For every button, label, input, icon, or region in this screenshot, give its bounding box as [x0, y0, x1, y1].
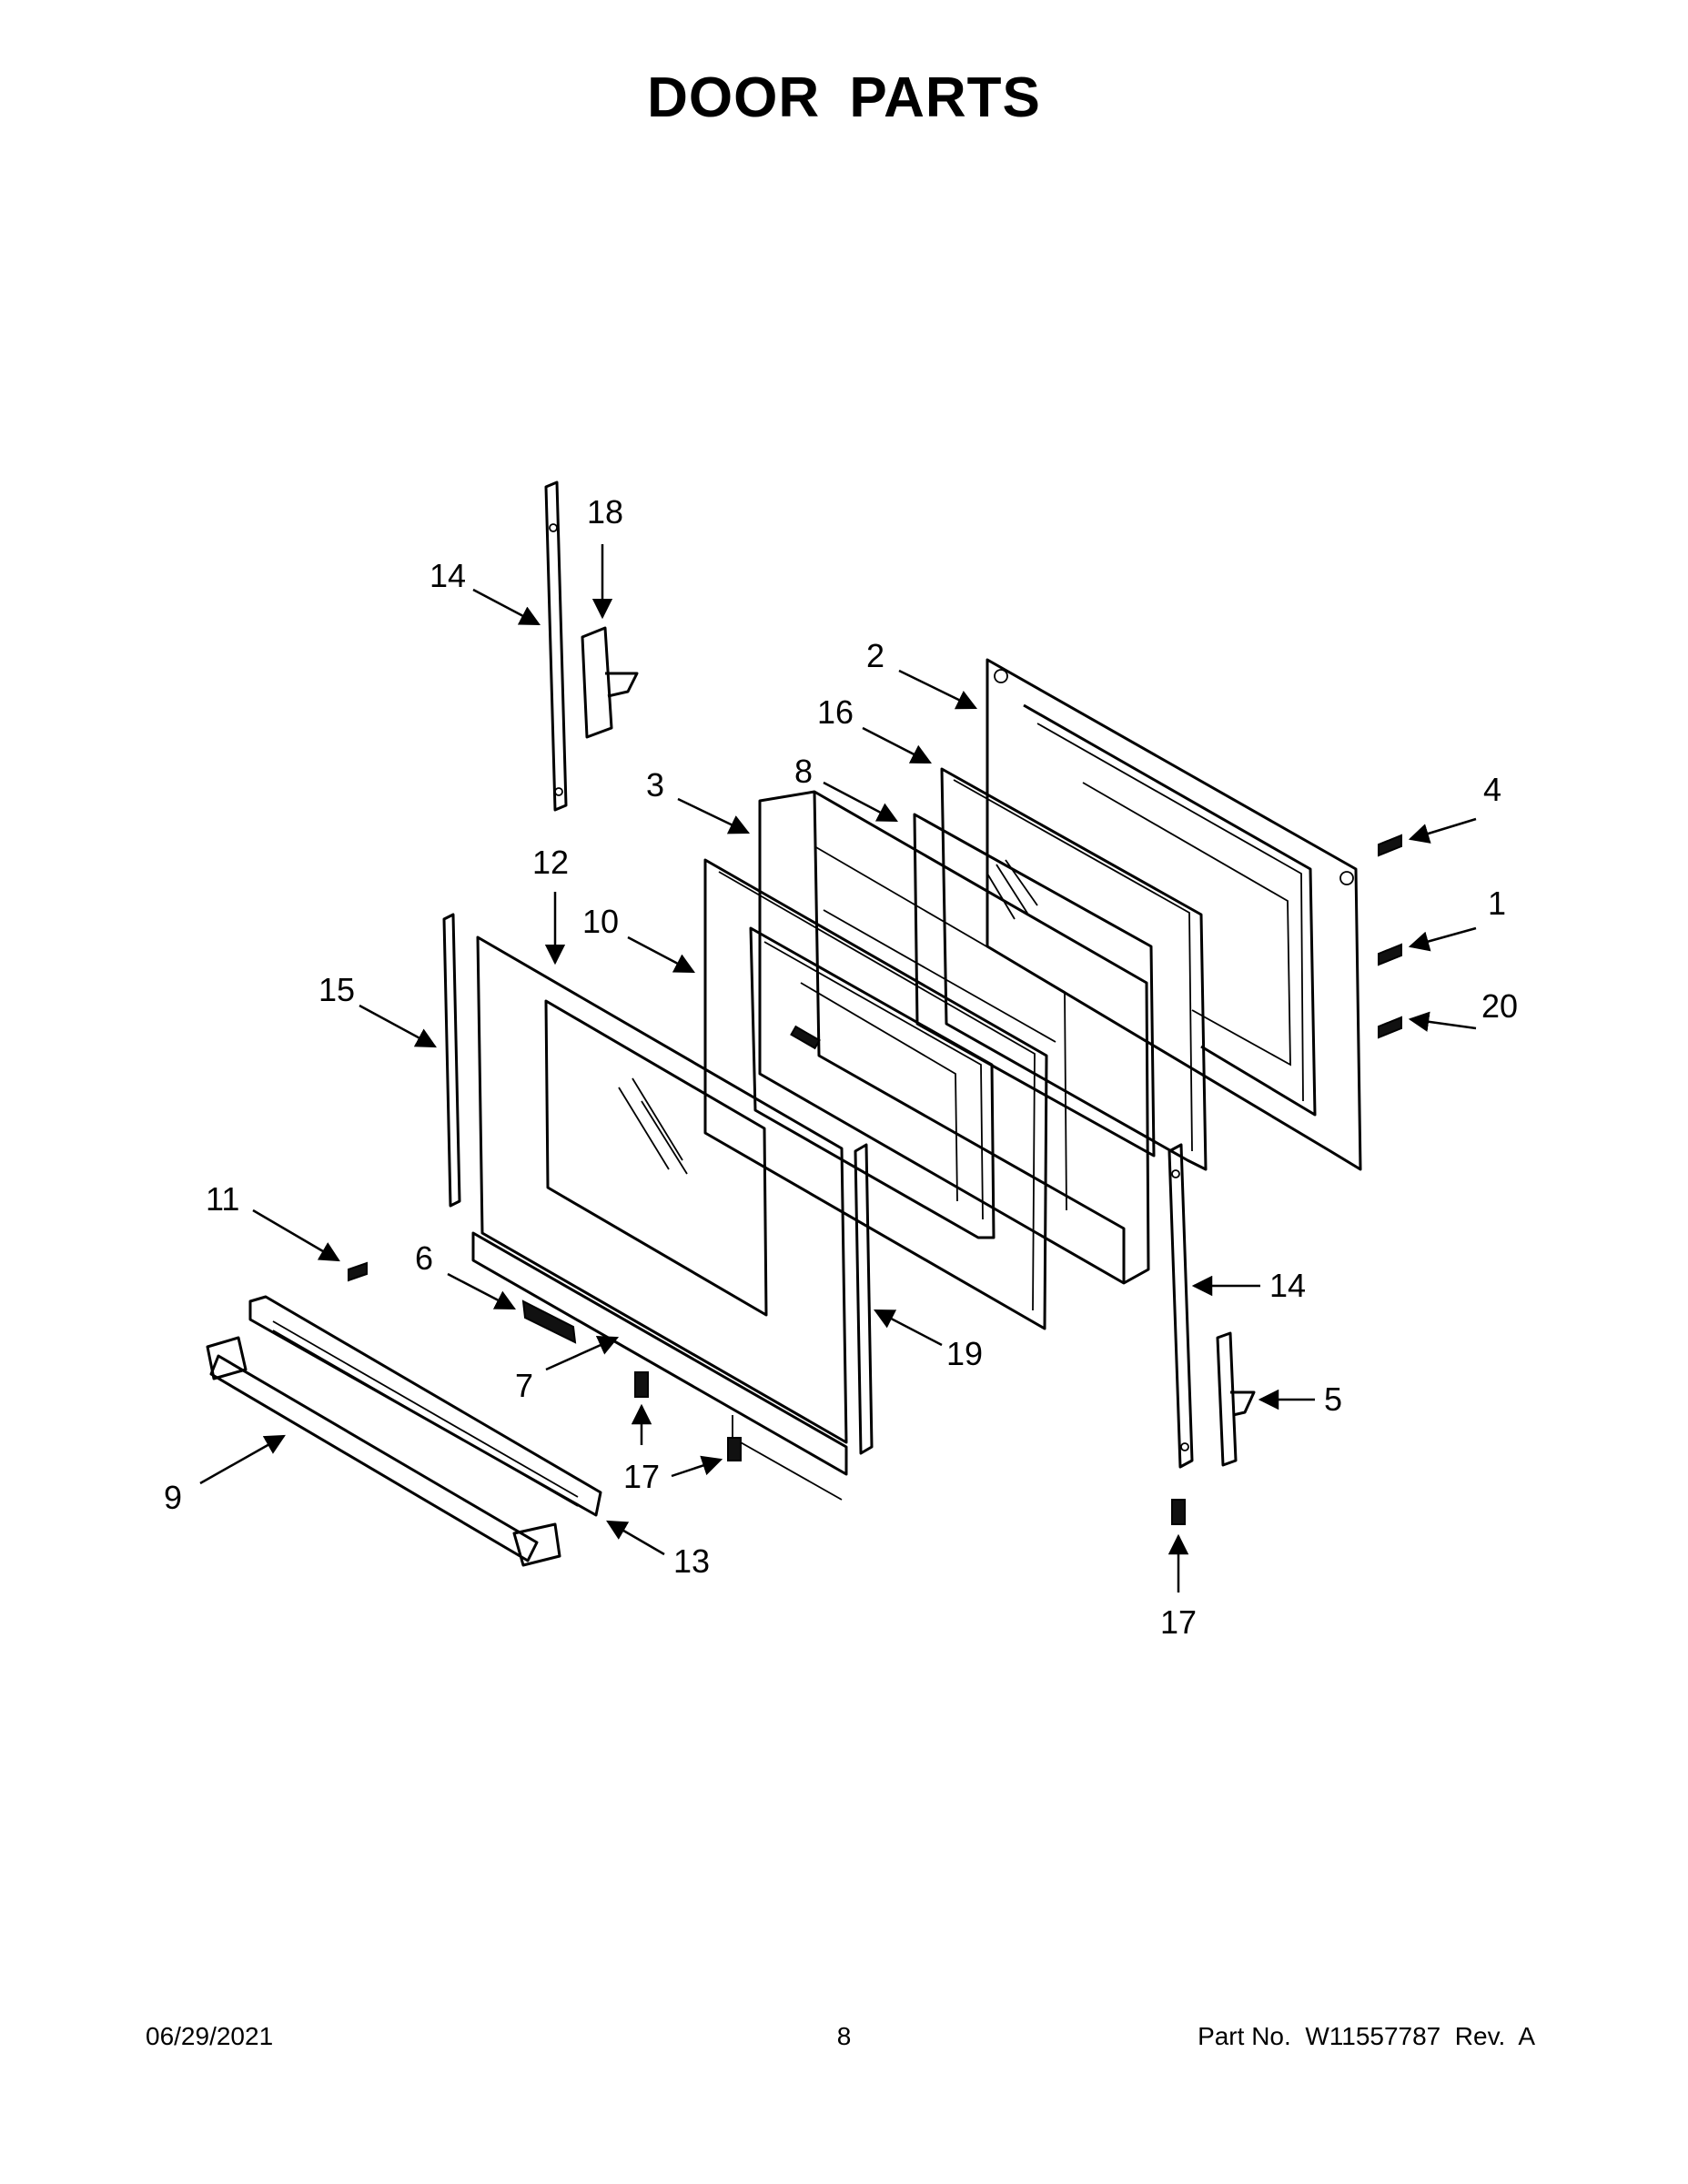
callout-10: 10: [582, 903, 619, 940]
hinge-receiver-right: [1167, 1143, 1194, 1469]
right-side-trim: [854, 1143, 874, 1455]
callout-6: 6: [415, 1239, 433, 1277]
screw-17-c: [1171, 1499, 1186, 1525]
screw-20: [1378, 1016, 1402, 1039]
callout-7: 7: [515, 1367, 533, 1404]
callout-3: 3: [646, 766, 664, 804]
callout-14-left: 14: [430, 557, 466, 594]
callout-4: 4: [1483, 771, 1501, 808]
inner-door-panel: [986, 658, 1362, 1171]
callout-1: 1: [1488, 885, 1506, 922]
door-gasket: [940, 767, 1208, 1171]
door-frame: [703, 858, 1048, 1330]
callout-5: 5: [1324, 1380, 1342, 1418]
outer-glass: [476, 935, 848, 1444]
callout-20: 20: [1481, 987, 1518, 1025]
callout-17-b: 17: [1160, 1603, 1197, 1641]
screw-17-b: [727, 1437, 742, 1461]
callout-8: 8: [794, 753, 813, 790]
inner-glass: [913, 813, 1156, 1158]
hinge-left: [581, 626, 639, 739]
callout-9: 9: [164, 1479, 182, 1516]
screw-1: [1378, 943, 1402, 966]
brand-badge: [521, 1299, 577, 1344]
hinge-receiver-left: [544, 480, 568, 812]
callout-12: 12: [532, 844, 569, 881]
footer-date: 06/29/2021: [146, 2022, 274, 2050]
callout-14-right: 14: [1269, 1267, 1306, 1304]
leader-lines: [199, 544, 1477, 1592]
screw-11: [348, 1261, 368, 1282]
page-title: DOOR PARTS: [647, 66, 1041, 129]
callout-2: 2: [866, 637, 884, 674]
door-insulation: [758, 790, 1150, 1285]
screw-17-a: [634, 1371, 649, 1398]
callout-17-a: 17: [623, 1458, 660, 1495]
callout-13: 13: [673, 1542, 710, 1580]
footer-page-number: 8: [836, 2022, 852, 2050]
hinge-right: [1216, 1331, 1256, 1467]
vent-trim: [248, 1295, 602, 1517]
door-handle: [206, 1336, 561, 1567]
callout-16: 16: [817, 693, 854, 731]
screw-4: [1378, 834, 1402, 857]
callout-18: 18: [587, 493, 623, 531]
left-side-trim: [442, 913, 461, 1208]
callout-15: 15: [318, 971, 355, 1008]
footer-part-number: Part No. W11557787 Rev. A: [1198, 2022, 1535, 2050]
callout-19: 19: [946, 1335, 983, 1372]
callout-11: 11: [206, 1180, 239, 1218]
